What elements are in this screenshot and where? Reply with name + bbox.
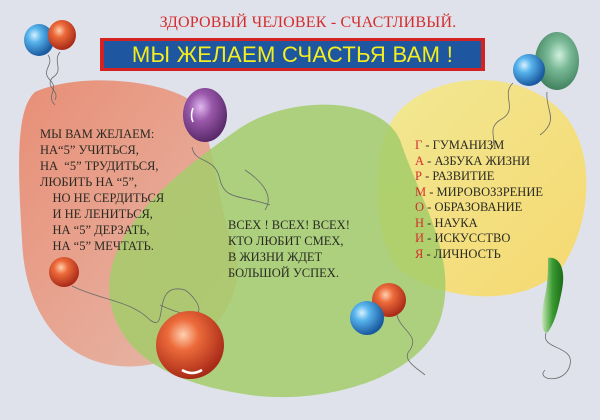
acrostic-text: - МИРОВОЗЗРЕНИЕ — [426, 184, 543, 199]
acrostic-text: - ЛИЧНОСТЬ — [423, 246, 501, 261]
poem-line: НА “5” МЕЧТАТЬ. — [40, 239, 154, 253]
poster-subtitle: ЗДОРОВЫЙ ЧЕЛОВЕК - СЧАСТЛИВЫЙ. — [159, 14, 457, 31]
acrostic-text: - ГУМАНИЗМ — [422, 138, 505, 152]
acrostic-letter: Г — [415, 138, 423, 152]
acrostic-row: Р - РАЗВИТИЕ — [415, 169, 543, 185]
acrostic-letter: Н — [415, 215, 425, 230]
blue-balloon-top-left — [24, 24, 54, 56]
acrostic-text: - АЗБУКА ЖИЗНИ — [424, 153, 531, 168]
poem-line: ЛЮБИТЬ НА “5”, — [40, 175, 138, 189]
acrostic-row: И - ИСКУССТВО — [415, 231, 543, 247]
acrostic-letter: М — [415, 184, 427, 199]
wishes-poem: МЫ ВАМ ЖЕЛАЕМ: НА“5” УЧИТЬСЯ, НА “5” ТРУ… — [40, 126, 164, 254]
poem-line: НА “5” ТРУДИТЬСЯ, — [40, 159, 159, 173]
title-banner: МЫ ЖЕЛАЕМ СЧАСТЬЯ ВАМ ! — [100, 38, 485, 71]
acrostic-row: Г - ГУМАНИЗМ — [415, 138, 543, 154]
acrostic-letter: А — [415, 153, 425, 168]
acrostic-letter: Я — [415, 246, 424, 261]
acrostic-text: - ОБРАЗОВАНИЕ — [424, 200, 523, 214]
poem-line: НО НЕ СЕРДИТЬСЯ — [40, 191, 165, 205]
title-banner-inner: МЫ ЖЕЛАЕМ СЧАСТЬЯ ВАМ ! — [104, 41, 481, 68]
laughter-poem: ВСЕХ ! ВСЕХ! ВСЕХ! КТО ЛЮБИТ СМЕХ, В ЖИЗ… — [228, 217, 350, 281]
acrostic-text: - РАЗВИТИЕ — [421, 169, 495, 183]
acrostic-row: О - ОБРАЗОВАНИЕ — [415, 200, 543, 216]
poem-line: В ЖИЗНИ ЖДЕТ — [228, 250, 323, 264]
acrostic-row: Н - НАУКА — [415, 216, 543, 232]
poem-line: ВСЕХ ! ВСЕХ! ВСЕХ! — [228, 218, 350, 232]
blue-balloon-bottom — [350, 301, 384, 335]
red-balloon-top-left — [48, 20, 76, 50]
acrostic-letter: Р — [415, 169, 422, 183]
acrostic-text: - ИСКУССТВО — [424, 231, 511, 245]
long-green-balloon — [541, 257, 564, 333]
poem-line: И НЕ ЛЕНИТЬСЯ, — [40, 207, 153, 221]
acrostic-letter: О — [415, 200, 425, 214]
poem-line: МЫ ВАМ ЖЕЛАЕМ: — [40, 127, 155, 141]
poster-title: МЫ ЖЕЛАЕМ СЧАСТЬЯ ВАМ ! — [131, 41, 454, 67]
big-red-balloon — [156, 311, 224, 379]
acrostic-row: А - АЗБУКА ЖИЗНИ — [415, 154, 543, 170]
poem-line: КТО ЛЮБИТ СМЕХ, — [228, 234, 344, 248]
poem-line: НА“5” УЧИТЬСЯ, — [40, 143, 139, 157]
purple-balloon — [183, 88, 227, 142]
acrostic-row: Я - ЛИЧНОСТЬ — [415, 247, 543, 263]
poem-line: НА “5” ДЕРЗАТЬ, — [40, 223, 150, 237]
acrostic-letter: И — [415, 231, 425, 245]
acrostic-row: М - МИРОВОЗЗРЕНИЕ — [415, 185, 543, 201]
green-balloon-top-right — [535, 32, 579, 90]
poem-line: БОЛЬШОЙ УСПЕХ. — [228, 266, 339, 280]
blue-balloon-top-right — [513, 54, 545, 86]
harmony-acrostic: Г - ГУМАНИЗМ А - АЗБУКА ЖИЗНИ Р - РАЗВИТ… — [415, 138, 543, 262]
small-red-balloon-left — [49, 257, 79, 287]
acrostic-text: - НАУКА — [424, 215, 478, 230]
